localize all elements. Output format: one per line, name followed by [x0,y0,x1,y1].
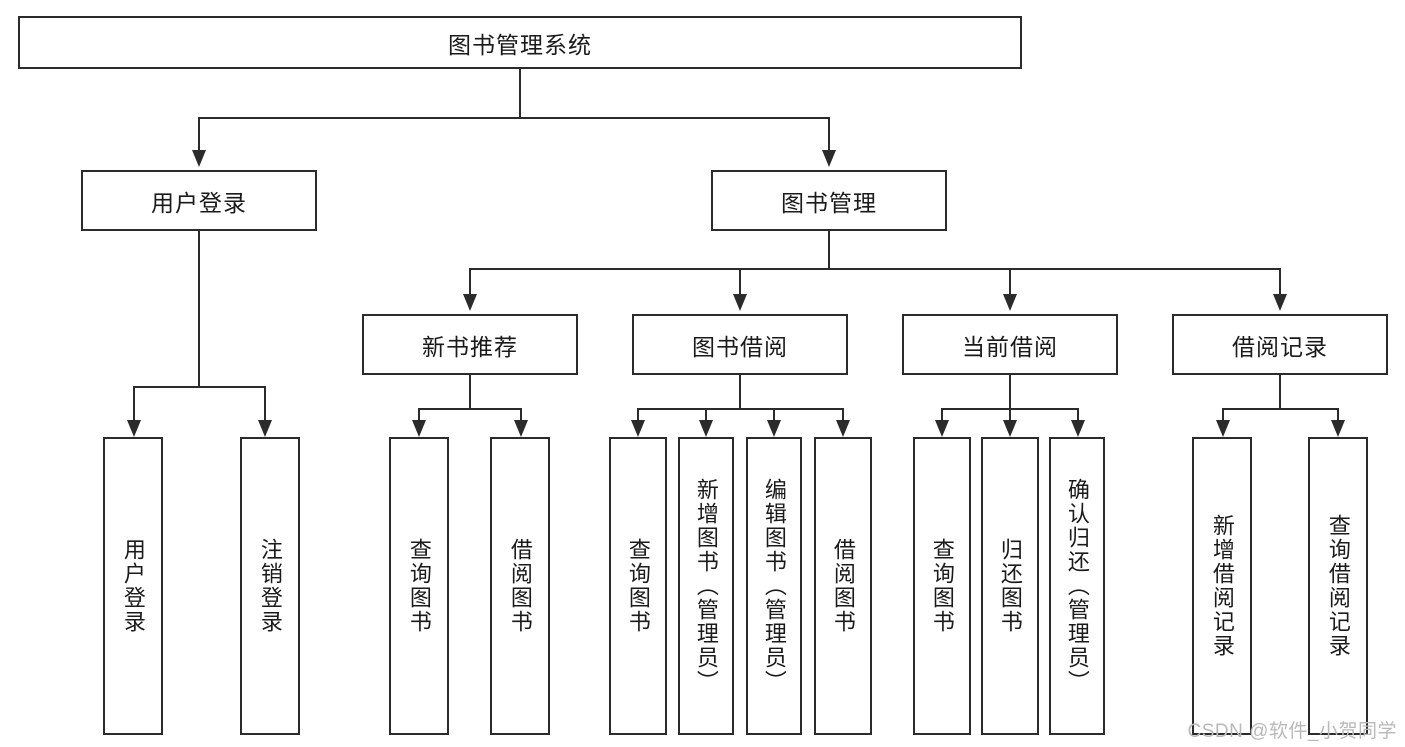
arrow-to-leaf-query-book-a [412,420,426,437]
leaf-query-book-current-label: 查询图书 [929,538,955,634]
connector-borrow-record-trunk [1279,375,1281,408]
arrow-to-leaf-edit-book [767,420,781,437]
connector-current-borrow-leg-1 [941,408,943,420]
node-borrow-record-label: 借阅记录 [1232,333,1328,360]
connector-borrow-record-leg-2 [1337,408,1339,420]
arrow-to-leaf-user-login [127,420,141,437]
leaf-query-book-recommend[interactable]: 查询图书 [389,437,449,735]
node-user-login-label: 用户登录 [151,189,247,216]
arrow-to-leaf-add-book [699,420,713,437]
connector-new-book-leg-1 [418,408,420,420]
connector-new-book-trunk [469,375,471,408]
arrow-to-user-login [192,150,206,167]
arrow-to-leaf-query-record [1331,420,1345,437]
node-new-book-recommend[interactable]: 新书推荐 [362,314,578,375]
arrow-to-book-manage [822,150,836,167]
leaf-query-book-current[interactable]: 查询图书 [913,437,971,735]
connector-current-borrow-leg-3 [1077,408,1079,420]
connector-book-borrow-trunk [739,375,741,408]
leaf-user-login-label: 用户登录 [120,538,146,634]
leaf-query-book-recommend-label: 查询图书 [406,538,432,634]
connector-root-leg-1 [198,117,200,150]
arrow-to-leaf-confirm-return [1071,420,1085,437]
leaf-logout-label: 注销登录 [257,538,283,634]
csdn-watermark: CSDN @软件_小贺同学 [1187,721,1397,742]
connector-book-borrow-leg-4 [842,408,844,420]
connector-root-bus [198,117,830,119]
connector-user-login-bus [133,386,265,388]
leaf-borrow-book-recommend[interactable]: 借阅图书 [490,437,550,735]
connector-book-borrow-leg-3 [773,408,775,420]
connector-current-borrow-trunk [1009,375,1011,408]
connector-book-manage-leg-4 [1279,268,1281,294]
arrow-to-leaf-query-book-b [631,420,645,437]
connector-root-leg-2 [828,117,830,150]
connector-user-login-leg-1 [133,386,135,420]
arrow-to-leaf-borrow-book-b [836,420,850,437]
connector-new-book-leg-2 [520,408,522,420]
connector-book-manage-leg-2 [739,268,741,294]
leaf-return-book-label: 归还图书 [997,538,1023,634]
arrow-to-borrow-record [1273,294,1287,311]
arrow-to-new-book-recommend [463,294,477,311]
leaf-edit-book-label: 编辑图书（管理员） [761,478,787,694]
connector-current-borrow-leg-2 [1009,408,1011,420]
connector-user-login-trunk [198,231,200,386]
leaf-user-login[interactable]: 用户登录 [103,437,163,735]
connector-borrow-record-bus [1222,408,1337,410]
arrow-to-leaf-logout [258,420,272,437]
node-current-borrow-label: 当前借阅 [962,333,1058,360]
connector-book-borrow-bus [637,408,843,410]
leaf-query-borrow-record[interactable]: 查询借阅记录 [1308,437,1368,735]
connector-book-borrow-leg-2 [705,408,707,420]
node-book-manage[interactable]: 图书管理 [711,170,947,231]
leaf-add-borrow-record-label: 新增借阅记录 [1209,514,1235,658]
node-new-book-recommend-label: 新书推荐 [422,333,518,360]
leaf-edit-book[interactable]: 编辑图书（管理员） [746,437,802,735]
connector-book-manage-trunk [828,231,830,268]
leaf-borrow-book[interactable]: 借阅图书 [814,437,872,735]
node-user-login[interactable]: 用户登录 [81,170,317,231]
leaf-borrow-book-recommend-label: 借阅图书 [507,538,533,634]
leaf-add-book[interactable]: 新增图书（管理员） [678,437,734,735]
arrow-to-leaf-query-book-c [935,420,949,437]
arrow-to-leaf-add-record [1216,420,1230,437]
leaf-confirm-return-label: 确认归还（管理员） [1064,478,1090,694]
leaf-return-book[interactable]: 归还图书 [981,437,1039,735]
leaf-add-borrow-record[interactable]: 新增借阅记录 [1192,437,1252,735]
connector-book-manage-bus [469,268,1280,270]
leaf-borrow-book-label: 借阅图书 [830,538,856,634]
arrow-to-leaf-borrow-book-a [514,420,528,437]
arrow-to-book-borrow [733,294,747,311]
leaf-confirm-return[interactable]: 确认归还（管理员） [1049,437,1105,735]
leaf-add-book-label: 新增图书（管理员） [693,478,719,694]
connector-book-manage-leg-3 [1009,268,1011,294]
arrow-to-current-borrow [1003,294,1017,311]
node-root-system[interactable]: 图书管理系统 [18,16,1022,69]
node-current-borrow[interactable]: 当前借阅 [902,314,1118,375]
connector-user-login-leg-2 [264,386,266,420]
leaf-logout[interactable]: 注销登录 [240,437,300,735]
node-book-borrow-label: 图书借阅 [692,333,788,360]
connector-book-manage-leg-1 [469,268,471,294]
connector-new-book-bus [418,408,521,410]
node-root-label: 图书管理系统 [448,31,592,58]
node-borrow-record[interactable]: 借阅记录 [1172,314,1388,375]
connector-borrow-record-leg-1 [1222,408,1224,420]
connector-book-borrow-leg-1 [637,408,639,420]
node-book-borrow[interactable]: 图书借阅 [632,314,848,375]
connector-root-trunk [519,69,521,117]
leaf-query-borrow-record-label: 查询借阅记录 [1325,514,1351,658]
arrow-to-leaf-return-book [1003,420,1017,437]
leaf-query-book-borrow-label: 查询图书 [625,538,651,634]
leaf-query-book-borrow[interactable]: 查询图书 [609,437,667,735]
node-book-manage-label: 图书管理 [781,189,877,216]
